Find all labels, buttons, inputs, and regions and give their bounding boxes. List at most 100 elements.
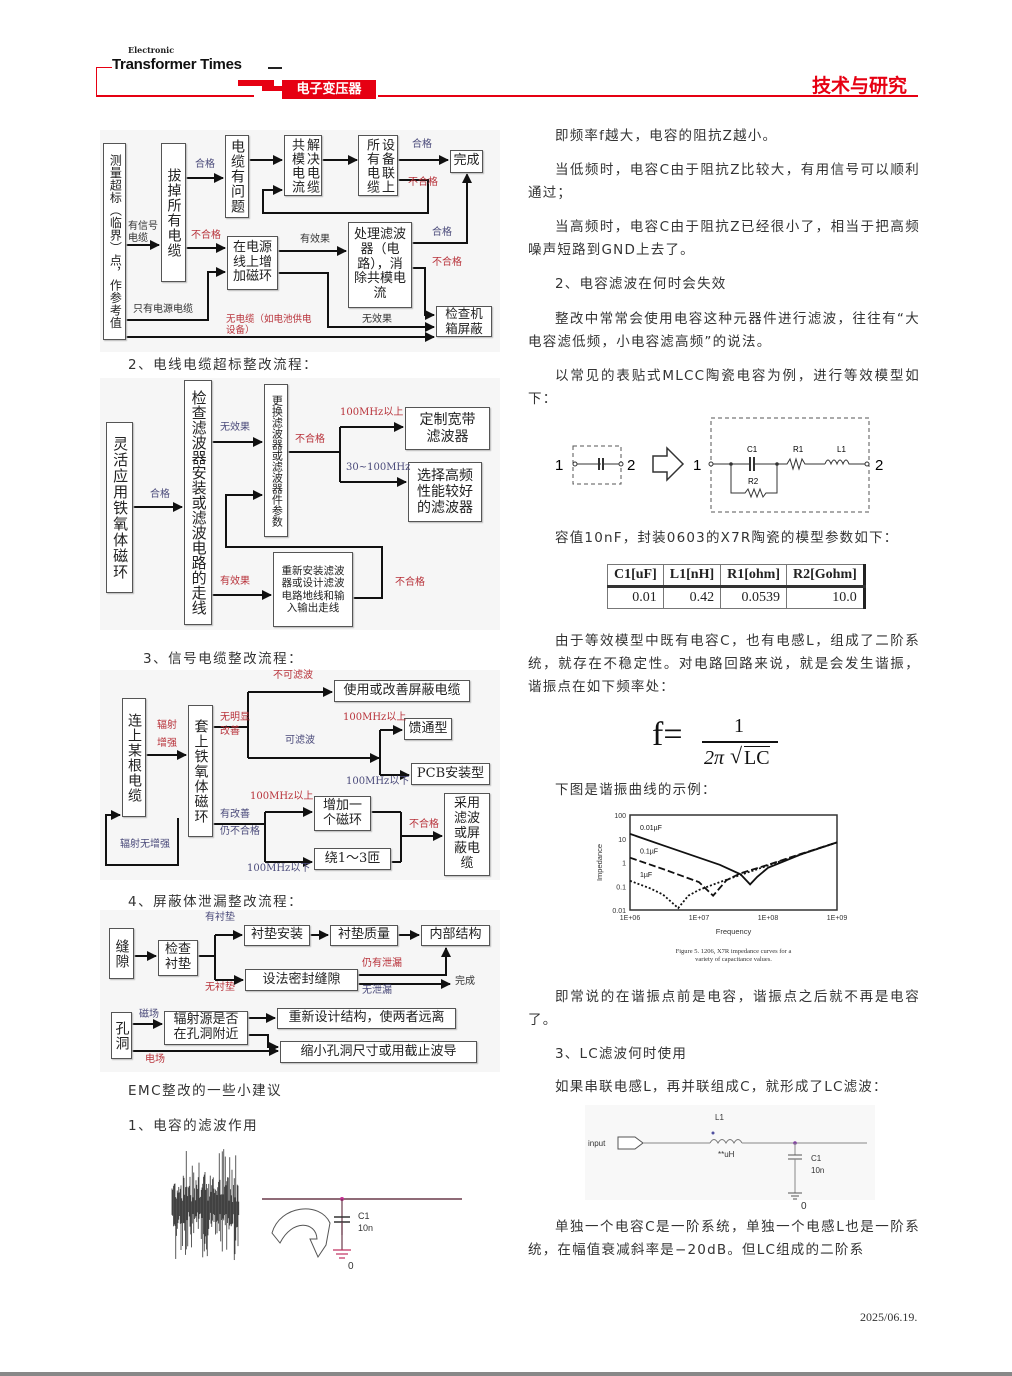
- logo-dash: [268, 67, 282, 69]
- equivalent-circuit: 1 2 1 2 C1 R1 L1 R2: [555, 417, 883, 513]
- flow4-seam-box: 缝隙: [109, 928, 134, 979]
- fraction-bar: [702, 741, 778, 743]
- y-tick-label: 100: [614, 813, 626, 820]
- flow3-label-fail: 不合格: [409, 819, 439, 830]
- flow3-connect-box: 连上某根电缆: [122, 698, 146, 817]
- gnd-label: 0: [801, 1201, 807, 1212]
- flow2-select-box: 选择高频性能较好的滤波器: [408, 462, 482, 522]
- noise-filter-illustration: C1 10n 0: [171, 1149, 462, 1272]
- flow4-internal-box: 内部结构: [421, 925, 490, 946]
- flow4-label-no-gasket: 无衬垫: [205, 982, 235, 993]
- flow4-redesign-box: 重新设计结构，使两者远离: [277, 1008, 456, 1029]
- flow3-shielded-box: 使用或改善屏蔽电缆: [334, 680, 470, 702]
- flow4-gasket-quality-box: 衬垫质量: [330, 925, 398, 946]
- r1-label: R1: [793, 445, 804, 454]
- header-rule: [378, 95, 918, 97]
- cap-filter-heading: 1、电容的滤波作用: [128, 1118, 259, 1134]
- x-tick-label: 1E+08: [758, 915, 779, 922]
- flow1-label-fail: 不合格: [191, 230, 221, 241]
- para-6: 容值10nF，封装0603的X7R陶瓷的模型参数如下：: [555, 530, 899, 546]
- flow1-label-pass-filter: 合格: [432, 227, 452, 238]
- flow2-label-ineffective: 无效果: [220, 422, 250, 433]
- series-label: 1µF: [640, 872, 652, 879]
- input-label: input: [588, 1139, 606, 1148]
- flow4-label-still-leak: 仍有泄漏: [362, 958, 402, 969]
- para-1: 即频率f越大，电容的阻抗Z越小。: [555, 128, 778, 144]
- c1-label: C1: [811, 1154, 822, 1163]
- flow2-label-pass: 合格: [150, 489, 170, 500]
- y-tick-label: 1: [622, 861, 626, 868]
- flow2-label-fail-loop: 不合格: [395, 577, 425, 588]
- flow4-seal-box: 设法密封缝隙: [245, 969, 358, 991]
- flow2-replace-box: 更换滤波器或滤波器件参数: [264, 384, 288, 537]
- flow2-reinstall-box: 重新安装滤波器或设计滤波电路地线和输入输出走线: [273, 552, 353, 627]
- bottom-rule: [0, 1372, 1012, 1376]
- flow3-pcb-box: PCB安装型: [411, 763, 490, 785]
- pin-2b: 2: [875, 457, 883, 474]
- tab-shape: [238, 80, 274, 86]
- logo-bottom-line: [96, 95, 254, 97]
- table-header: R1[ohm]: [720, 564, 788, 588]
- input-port-icon: [617, 1136, 644, 1150]
- section-title: 技术与研究: [812, 75, 908, 97]
- series-line-0: [629, 833, 838, 886]
- flow1-connect-all-box: 所有电缆设备联上: [358, 135, 398, 196]
- flow2-label-above-100mhz: 100MHz以上: [340, 407, 404, 418]
- flow2-label-effective: 有效果: [220, 576, 250, 587]
- l1-label: L1: [715, 1113, 724, 1122]
- flow4-source-box: 辐射源是否在孔洞附近: [164, 1011, 248, 1045]
- flow3-label-rad-increase: 辐射增强: [157, 720, 177, 749]
- logo-main-text: Transformer Times: [112, 56, 242, 73]
- curved-arrow-icon: [271, 1208, 331, 1259]
- para-3: 当高频时，电容C由于阻抗Z已经很小了，相当于把高频噪声短路到GND上去了。: [528, 219, 920, 258]
- flow2-ferrite-box: 灵活应用铁氧体磁环: [106, 422, 133, 593]
- arrow-right-icon: [652, 446, 685, 482]
- flow3-label-below-100mhz-a: 100MHz以下: [346, 776, 410, 787]
- resonance-formula: f= 1 2π √ LC: [652, 712, 782, 776]
- flow2-check-box: 检查滤波器安装或滤波电路的走线: [184, 380, 212, 625]
- x-tick-label: 1E+09: [827, 915, 848, 922]
- pin-1b: 1: [693, 457, 701, 474]
- flow1-label-power-only: 只有电源电缆: [133, 304, 193, 315]
- flow2-custom-box: 定制宽带滤波器: [405, 407, 490, 450]
- c1-value: 10n: [358, 1223, 373, 1233]
- x-axis-label: Frequency: [716, 927, 752, 936]
- r2-label: R2: [748, 477, 759, 486]
- series-line-1: [629, 841, 838, 898]
- flow3-wind-box: 绕1～3匝: [314, 848, 391, 870]
- flow1-label-pass: 合格: [195, 159, 215, 170]
- flow3-adopt-box: 采用滤波或屏蔽电缆: [444, 793, 490, 876]
- flow1-solve-cm-box: 共模电流解决电缆: [284, 135, 322, 196]
- flow2-label-30-100mhz: 30~100MHz: [346, 462, 411, 473]
- flow1-label-effective: 有效果: [300, 234, 330, 245]
- gnd-label: 0: [348, 1261, 354, 1272]
- plot-frame: [629, 814, 838, 911]
- flow1-label-no-cable: 无电缆（如电池供电设备）: [226, 314, 312, 337]
- para-11: 单独一个电容C是一阶系统，单独一个电感L也是一阶系统，在幅值衰减斜率是−20dB…: [528, 1219, 920, 1258]
- l1-value: **uH: [718, 1150, 735, 1159]
- heading-3: 3、LC滤波何时使用: [555, 1046, 688, 1062]
- flow3-label-filterable: 可滤波: [285, 735, 315, 746]
- x-tick-label: 1E+06: [620, 915, 641, 922]
- formula-radicand: LC: [744, 746, 770, 769]
- y-tick-label: 0.1: [616, 884, 626, 891]
- para-9: 即常说的在谐振点前是电容，谐振点之后就不再是电容了。: [528, 989, 920, 1028]
- pin-1: 1: [555, 457, 563, 474]
- page-number: 2025/06.19.: [860, 1310, 918, 1324]
- table-header: C1[uF]: [607, 564, 664, 588]
- y-axis-label: Impedance: [595, 844, 604, 881]
- c1-label: C1: [747, 445, 758, 454]
- flow4-shrink-box: 缩小孔洞尺寸或用截止波导: [280, 1041, 477, 1063]
- flow1-label-pass-top: 合格: [412, 139, 432, 150]
- table-header: R2[Gohm]: [786, 564, 865, 588]
- model-parameter-table: C1[uF] L1[nH] R1[ohm] R2[Gohm] 0.01 0.42…: [607, 564, 866, 609]
- l1-label: L1: [837, 445, 846, 454]
- flow3-add-ring-box: 增加一个磁环: [314, 796, 371, 831]
- flow2-caption: 3、信号电缆整改流程：: [143, 651, 304, 667]
- c1-label: C1: [358, 1211, 370, 1221]
- table-row: 0.01 0.42 0.0539 10.0: [607, 586, 865, 609]
- x-tick-label: 1E+07: [689, 915, 710, 922]
- logo-corner-line: [96, 67, 112, 97]
- flow4-label-magnetic: 磁场: [139, 1009, 159, 1020]
